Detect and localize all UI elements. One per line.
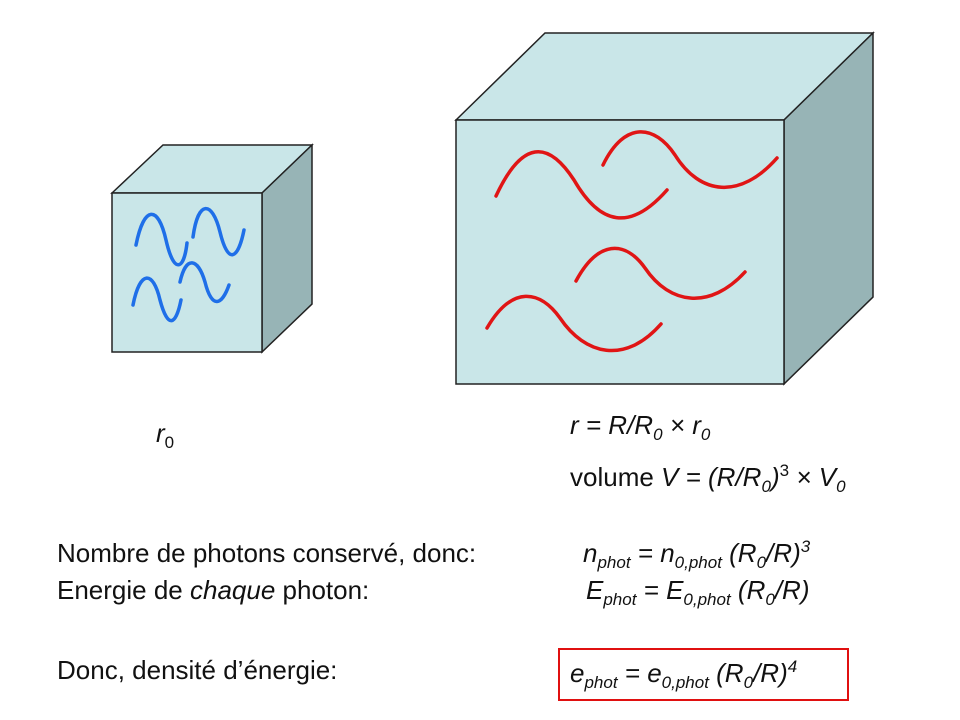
red-photon-waves (485, 130, 779, 353)
volume-eq-v: V (661, 462, 679, 492)
small-cube-label-subscript: 0 (164, 433, 175, 452)
small-cube-label: r0 (156, 418, 174, 451)
volume-equation: volume V = (R/R0)3 × V0 (570, 461, 846, 495)
n-factor-tail: /R) (766, 538, 801, 568)
energy-density-highlight-box (558, 648, 849, 701)
large-cube-front-face (455, 119, 785, 385)
n-factor: (R (721, 538, 757, 568)
blue-wave-4 (178, 261, 231, 304)
statement-energy-density-text: Donc, densité d’énergie: (57, 655, 338, 685)
radius-eq-ratio: = R/R (578, 410, 654, 440)
n-exponent: 3 (800, 537, 811, 556)
volume-eq-sub2: 0 (836, 477, 846, 496)
energy-text-em: chaque (189, 575, 276, 605)
radius-eq-lhs: r (570, 410, 579, 440)
large-cube (454, 31, 875, 386)
blue-wave-1 (134, 212, 189, 267)
e0-phot-cap-sub: 0,phot (683, 590, 731, 609)
volume-eq-sub1: 0 (761, 477, 771, 496)
small-cube-label-symbol: r (156, 418, 165, 448)
volume-eq-exponent: 3 (779, 461, 790, 480)
statement-photon-count-formula: nphot = n0,phot (R0/R)3 (583, 537, 811, 571)
blue-wave-2 (191, 206, 246, 257)
statement-photon-count-text: Nombre de photons conservé, donc: (57, 538, 477, 568)
radius-equation: r = R/R0 × r0 (570, 410, 710, 443)
energy-text-pre: Energie de (57, 575, 190, 605)
red-wave-3 (574, 246, 747, 300)
volume-eq-ratio: = (R/R (678, 462, 762, 492)
statement-photon-energy-text: Energie de chaque photon: (57, 575, 369, 605)
statement-photon-energy-formula: Ephot = E0,phot (R0/R) (586, 575, 810, 608)
statement-energy-density-formula: ephot = e0,phot (R0/R)4 (570, 657, 798, 691)
volume-eq-close: ) (770, 462, 780, 492)
e-phot-cap: E (586, 575, 604, 605)
n-phot: n (583, 538, 598, 568)
e-factor-sub: 0 (743, 673, 754, 692)
e0-phot-sub: 0,phot (661, 673, 709, 692)
small-cube-front-face (111, 192, 263, 353)
volume-eq-times: × V (789, 462, 837, 492)
radius-eq-times: × r (662, 410, 701, 440)
small-cube (110, 143, 314, 354)
blue-wave-3 (131, 276, 183, 323)
radius-eq-sub2: 0 (700, 425, 711, 444)
e0-phot-cap: = E (636, 575, 684, 605)
e-factor-tail: /R) (753, 658, 788, 688)
e0-phot: = e (617, 658, 662, 688)
energy-text-post: photon: (275, 575, 370, 605)
e-phot: e (570, 658, 585, 688)
radius-eq-sub1: 0 (653, 425, 663, 444)
e-exponent: 4 (787, 657, 798, 676)
red-wave-1 (494, 150, 669, 220)
e-cap-factor-tail: /R) (774, 575, 810, 605)
e-phot-cap-sub: phot (603, 590, 637, 609)
red-wave-2 (601, 130, 779, 189)
volume-word: volume (570, 462, 662, 492)
n0-phot: = n (630, 538, 675, 568)
e-cap-factor-sub: 0 (765, 590, 775, 609)
e-cap-factor: (R (730, 575, 766, 605)
n-factor-sub: 0 (756, 553, 767, 572)
e-phot-sub: phot (584, 673, 618, 692)
red-wave-4 (485, 294, 663, 353)
blue-photon-waves (131, 206, 246, 323)
e-factor: (R (708, 658, 744, 688)
n0-phot-sub: 0,phot (674, 553, 722, 572)
n-phot-sub: phot (597, 553, 631, 572)
